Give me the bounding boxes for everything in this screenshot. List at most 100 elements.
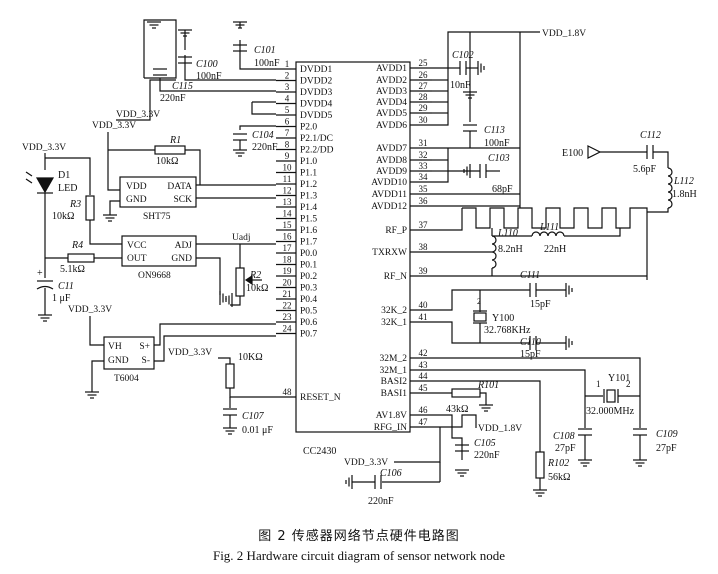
chip-pin-number: 2	[285, 71, 290, 81]
ground-on9668	[219, 291, 227, 305]
c111-value: 15pF	[530, 299, 551, 310]
wire	[647, 208, 669, 213]
led-emission-arrows-icon	[25, 171, 33, 184]
wire-p20	[239, 125, 276, 130]
t6004-pin-vh: VH	[108, 342, 122, 352]
ground-c109	[633, 459, 647, 467]
sht75-sensor-box	[119, 176, 197, 208]
chip-pin-number: 10	[283, 163, 293, 173]
c104-name: C104	[252, 130, 274, 141]
r102-value: 56kΩ	[548, 472, 570, 483]
r3-value: 10kΩ	[52, 211, 74, 222]
wire	[432, 321, 530, 344]
t6004-sensor-box	[103, 336, 155, 370]
c101-name: C101	[254, 45, 276, 56]
chip-pin-number: 45	[419, 383, 429, 393]
chip-pin-number: 38	[419, 242, 429, 252]
chip-pin-label: P1.0	[300, 157, 317, 167]
y101-pin2: 2	[626, 379, 631, 389]
wire	[432, 380, 541, 452]
c108-value: 27pF	[555, 443, 576, 454]
ground-c111	[565, 283, 573, 297]
capacitor-c111	[529, 283, 537, 297]
ground-c11	[38, 314, 52, 322]
inductor-l112	[667, 167, 673, 209]
inductor-l110	[491, 235, 497, 269]
chip-pin-label: P0.7	[300, 330, 317, 340]
chip-pin-label: AVDD8	[376, 156, 407, 166]
chip-pin-label: P1.5	[300, 215, 317, 225]
r4-value: 5.1kΩ	[60, 264, 85, 275]
wire-dvdd5	[251, 102, 276, 115]
capacitor-c112	[646, 145, 654, 159]
sht75-pin-data: DATA	[167, 182, 192, 192]
figure-caption-english: Fig. 2 Hardware circuit diagram of senso…	[212, 548, 506, 563]
c11-value: 1 μF	[52, 293, 71, 304]
cc2430-chip-body	[295, 61, 411, 433]
chip-pin-number: 20	[283, 278, 293, 288]
chip-pin-number: 46	[419, 405, 429, 415]
chip-pin-label: P2.2/DD	[300, 146, 334, 156]
chip-pin-number: 18	[283, 255, 293, 265]
capacitor-c106	[374, 475, 382, 489]
r2-wiper-arrow-icon	[244, 274, 253, 286]
rf-balun-transmission-line	[462, 207, 648, 280]
chip-pin-number: 23	[283, 312, 293, 322]
ground-c102	[477, 61, 485, 75]
wire	[229, 388, 276, 398]
chip-pin-number: 43	[419, 360, 429, 370]
chip-pin-number: 28	[419, 92, 429, 102]
vdd33-label-led: VDD_3.3V	[22, 143, 66, 153]
wire-dvdd1	[239, 40, 276, 70]
chip-pin-label: P1.2	[300, 180, 317, 190]
l112-value: 1.8nH	[672, 189, 697, 200]
ground-r2	[225, 293, 233, 307]
chip-pin-label: RF_P	[385, 226, 407, 236]
chip-pin-label: 32K_2	[381, 306, 407, 316]
vdd18-label-top: VDD_1.8V	[542, 29, 586, 39]
c104-value: 220nF	[252, 142, 278, 153]
chip-pin-label: P2.1/DC	[300, 134, 333, 144]
ground-c106	[345, 475, 353, 489]
r102-name: R102	[547, 458, 569, 469]
chip-pin-label: AVDD5	[376, 109, 407, 119]
capacitor-c110	[529, 336, 537, 350]
capacitor-c104	[233, 133, 247, 141]
c102-name: C102	[452, 50, 474, 61]
chip-pin-label: DVDD5	[300, 111, 332, 121]
r1-name: R1	[169, 135, 181, 146]
crystal-y100	[473, 312, 487, 322]
ground-r101	[479, 404, 493, 412]
resistor-r3	[85, 195, 95, 221]
capacitor-c105	[455, 444, 469, 452]
resistor-reset	[225, 363, 235, 389]
chip-pin-label: BASI1	[381, 389, 408, 399]
wire	[432, 208, 463, 231]
on9668-pin-out: OUT	[127, 254, 147, 264]
chip-pin-number: 40	[419, 300, 429, 310]
chip-pin-label: AV1.8V	[376, 411, 407, 421]
c109-name: C109	[656, 429, 678, 440]
r101-value: 43kΩ	[446, 404, 468, 415]
resistor-r1	[154, 145, 186, 155]
r3-name: R3	[69, 199, 81, 210]
c110-name: C110	[520, 337, 541, 348]
c115-value: 220nF	[160, 93, 186, 104]
c110-value: 15pF	[520, 349, 541, 360]
ground-c110	[565, 336, 573, 350]
capacitor-c115	[153, 68, 167, 76]
chip-pin-label: P1.3	[300, 192, 317, 202]
chip-pin-label: AVDD4	[376, 98, 407, 108]
c103-value: 68pF	[492, 184, 513, 195]
wire-vdd33-sht	[107, 132, 120, 191]
chip-pin-number: 22	[283, 301, 292, 311]
chip-pin-label: AVDD6	[376, 121, 407, 131]
wire	[432, 369, 586, 428]
reset-resistor-value: 10KΩ	[238, 352, 263, 363]
ground-c115	[147, 21, 161, 29]
capacitor-c103	[479, 164, 487, 178]
wire	[564, 228, 621, 237]
chip-pin-number: 26	[419, 70, 429, 80]
c108-name: C108	[553, 431, 575, 442]
